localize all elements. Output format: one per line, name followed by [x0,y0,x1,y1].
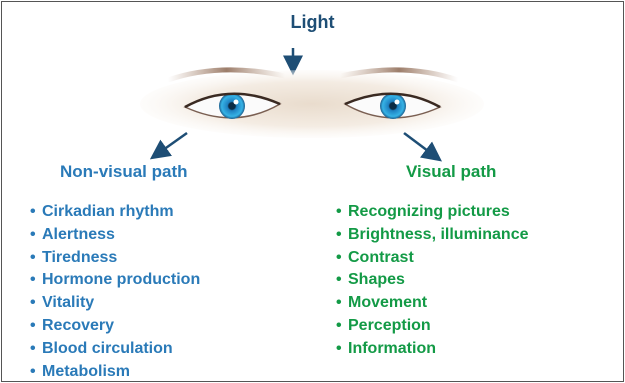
visual-list: •Recognizing pictures •Brightness, illum… [336,201,528,361]
list-item: •Hormone production [30,271,201,289]
list-item: •Information [336,339,436,357]
light-title: Light [290,12,335,32]
list-item: •Vitality [30,294,95,312]
eyes-image [140,67,484,138]
list-item: •Contrast [336,248,414,266]
list-item: •Tiredness [30,248,118,266]
list-item: •Cirkadian rhythm [30,203,174,220]
list-item: •Recovery [30,316,115,334]
list-item: •Blood circulation [30,339,173,357]
list-item: •Recognizing pictures [336,203,510,220]
list-item: •Movement [336,294,428,312]
non-visual-list: •Cirkadian rhythm •Alertness •Tiredness … [30,201,200,383]
arrow-down-left-icon [149,131,188,160]
list-item: •Shapes [336,271,405,289]
arrow-down-right-icon [403,132,442,162]
list-item: •Alertness [30,225,115,243]
list-item: •Perception [336,316,431,334]
visual-path-heading: Visual path [406,162,497,181]
list-item: •Metabolism [30,362,131,380]
non-visual-path-heading: Non-visual path [60,162,188,181]
list-item: •Brightness, illuminance [336,225,529,243]
